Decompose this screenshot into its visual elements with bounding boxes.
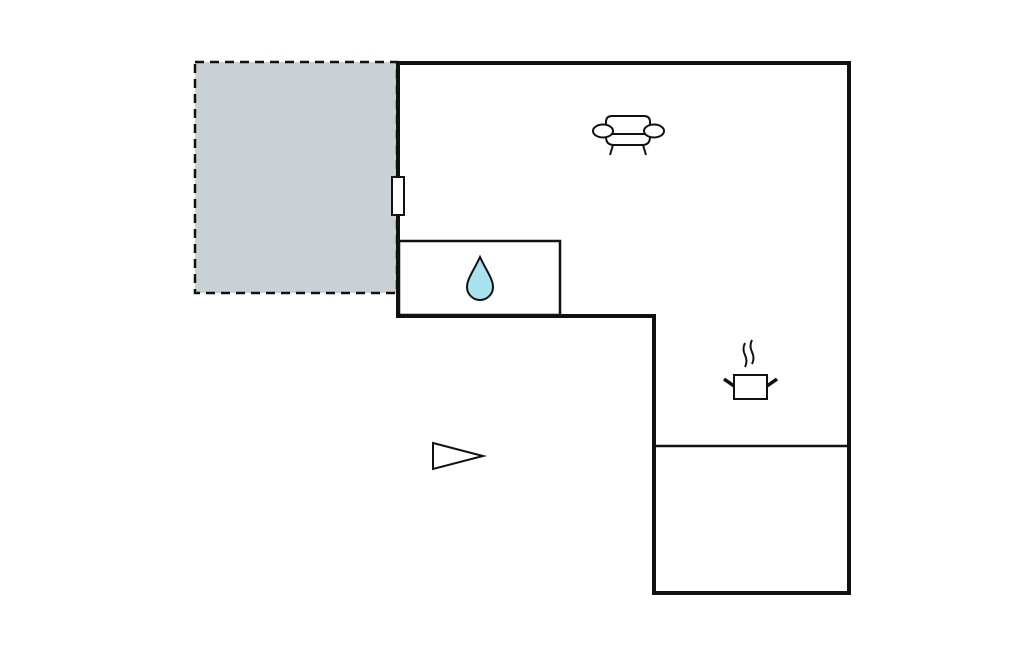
sofa-icon [592,115,665,156]
water-drop-icon [465,254,495,301]
entrance-arrow-icon [432,441,487,471]
terrace-door [391,176,405,216]
cooking-pot-icon [722,339,779,400]
terrace [193,60,399,295]
